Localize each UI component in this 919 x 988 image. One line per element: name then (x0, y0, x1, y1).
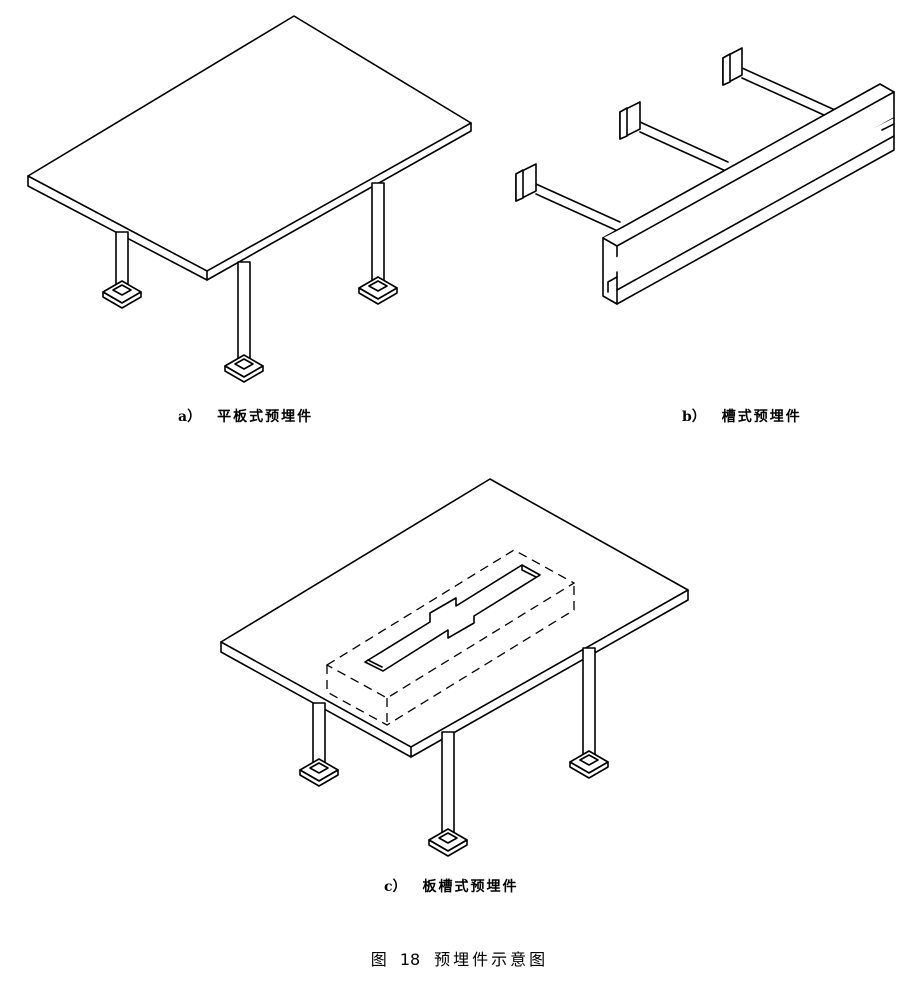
figure-title-text: 预埋件示意图 (434, 950, 549, 969)
stud-front (428, 731, 468, 857)
stud-left (102, 231, 142, 309)
figure-title: 图 18 预埋件示意图 (0, 946, 919, 970)
plate (27, 15, 472, 281)
slot-opening (364, 564, 541, 672)
figure-b-drawing (480, 0, 919, 390)
anchor-left (515, 163, 621, 233)
figure-a-drawing (0, 0, 480, 390)
channel (602, 83, 895, 305)
caption-c: c） 板槽式预埋件 (384, 876, 519, 896)
stud-right (358, 182, 398, 305)
caption-b-text: 槽式预埋件 (721, 409, 802, 425)
figure-c-drawing (200, 470, 700, 860)
anchor-right (722, 47, 836, 121)
caption-a: a） 平板式预埋件 (178, 406, 313, 426)
caption-c-text: 板槽式预埋件 (422, 879, 519, 895)
hidden-channel-outline (325, 549, 576, 726)
figure-title-number: 18 (399, 950, 421, 969)
caption-a-label: a） (178, 409, 202, 425)
caption-b-label: b） (682, 409, 706, 425)
caption-b: b） 槽式预埋件 (682, 406, 802, 426)
stud-front (224, 261, 264, 383)
anchor-middle (619, 101, 729, 173)
caption-c-label: c） (384, 879, 407, 895)
caption-a-text: 平板式预埋件 (217, 409, 314, 425)
stud-left (299, 702, 339, 787)
stud-right (569, 647, 609, 779)
figure-title-prefix: 图 (370, 950, 390, 969)
